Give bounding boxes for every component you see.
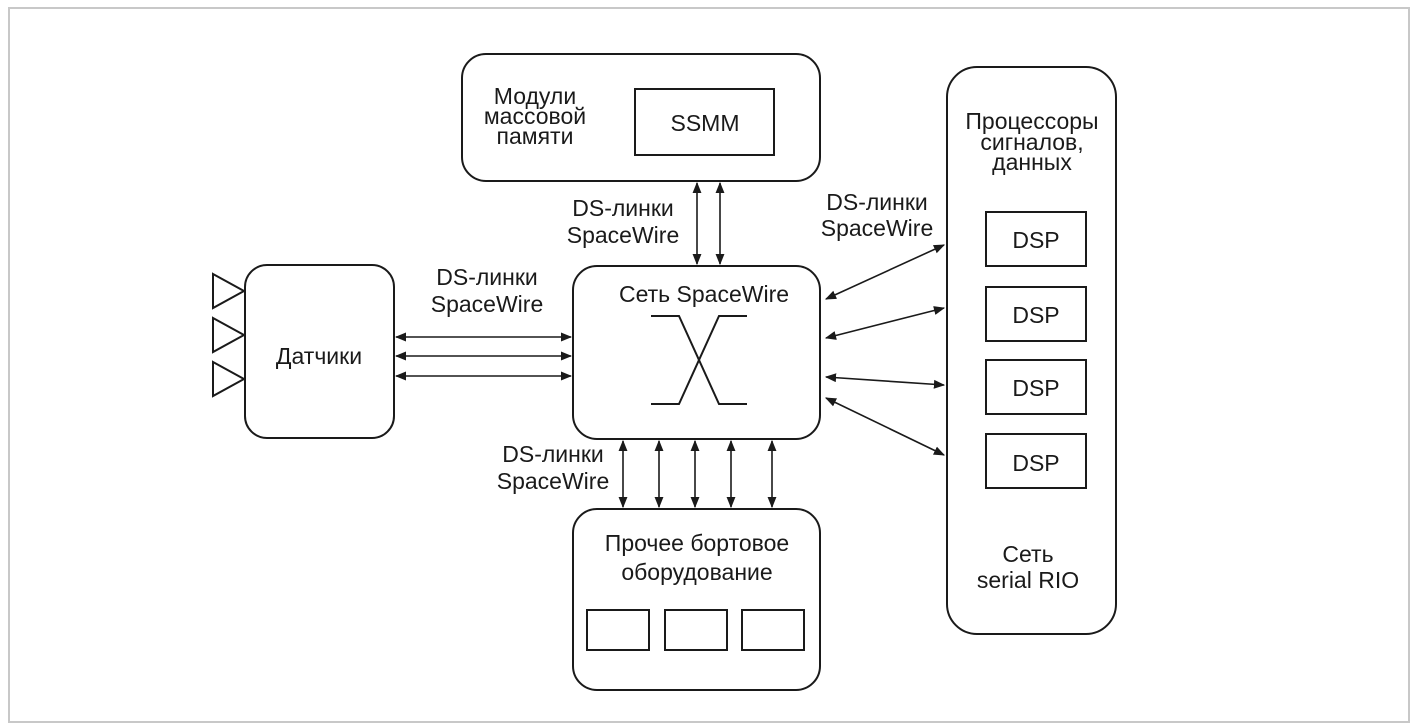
bidirectional-arrow	[824, 244, 946, 300]
processors-title-3: данных	[992, 149, 1072, 175]
ssmm-box	[634, 88, 775, 156]
dsp-label: DSP	[1012, 227, 1059, 253]
onboard-unit-box	[741, 609, 805, 651]
onboard-title-1: Прочее бортовое	[605, 530, 789, 556]
link-label-bottom-1: DS-линки	[502, 441, 604, 467]
arrows-network-processors	[824, 244, 946, 456]
dsp-label: DSP	[1012, 302, 1059, 328]
sensor-triangle-icon	[212, 316, 247, 354]
spacewire-network: Сеть SpaceWire	[572, 265, 821, 440]
arrows-network-onboard	[618, 439, 777, 509]
link-label-left-1: DS-линки	[436, 264, 538, 290]
dsp-box	[985, 359, 1087, 415]
link-label-left-2: SpaceWire	[431, 291, 543, 317]
dsp-box	[985, 286, 1087, 342]
mass-storage-title-2: массовой	[484, 103, 586, 129]
onboard-unit-box	[664, 609, 728, 651]
processors-block: Процессоры сигналов, данных DSP DSP DSP …	[946, 66, 1117, 635]
serial-rio-label-2: serial RIO	[977, 567, 1079, 593]
sensors-block: Датчики	[212, 264, 395, 439]
mass-storage-module: Модули массовой памяти SSMM	[461, 53, 821, 182]
processors-title-2: сигналов,	[980, 129, 1083, 155]
onboard-title-2: оборудование	[621, 559, 772, 585]
dsp-label: DSP	[1012, 375, 1059, 401]
switch-cross-line-2	[651, 315, 747, 405]
onboard-equipment-block: Прочее бортовое оборудование	[572, 508, 821, 691]
arrows-sensors-network	[394, 332, 573, 381]
processors-title-1: Процессоры	[965, 108, 1098, 134]
bidirectional-arrow	[824, 373, 946, 389]
arrows-storage-network	[692, 181, 725, 266]
mass-storage-title-1: Модули	[494, 83, 576, 109]
serial-rio-label-1: Сеть	[1002, 541, 1053, 567]
dsp-box	[985, 211, 1087, 267]
outer-frame	[8, 7, 1410, 723]
network-title: Сеть SpaceWire	[619, 281, 789, 307]
ssmm-label: SSMM	[671, 110, 740, 136]
sensors-title: Датчики	[276, 343, 362, 369]
link-label-right-1: DS-линки	[826, 189, 928, 215]
sensor-triangle-icon	[212, 272, 247, 310]
dsp-label: DSP	[1012, 450, 1059, 476]
mass-storage-title-3: памяти	[497, 123, 574, 149]
link-label-bottom-2: SpaceWire	[497, 468, 609, 494]
dsp-box	[985, 433, 1087, 489]
link-label-right-2: SpaceWire	[821, 215, 933, 241]
sensor-triangle-icon	[212, 360, 247, 398]
bidirectional-arrow	[824, 306, 946, 340]
onboard-unit-box	[586, 609, 650, 651]
link-label-top-1: DS-линки	[572, 195, 674, 221]
bidirectional-arrow	[824, 397, 946, 456]
link-label-top-2: SpaceWire	[567, 222, 679, 248]
